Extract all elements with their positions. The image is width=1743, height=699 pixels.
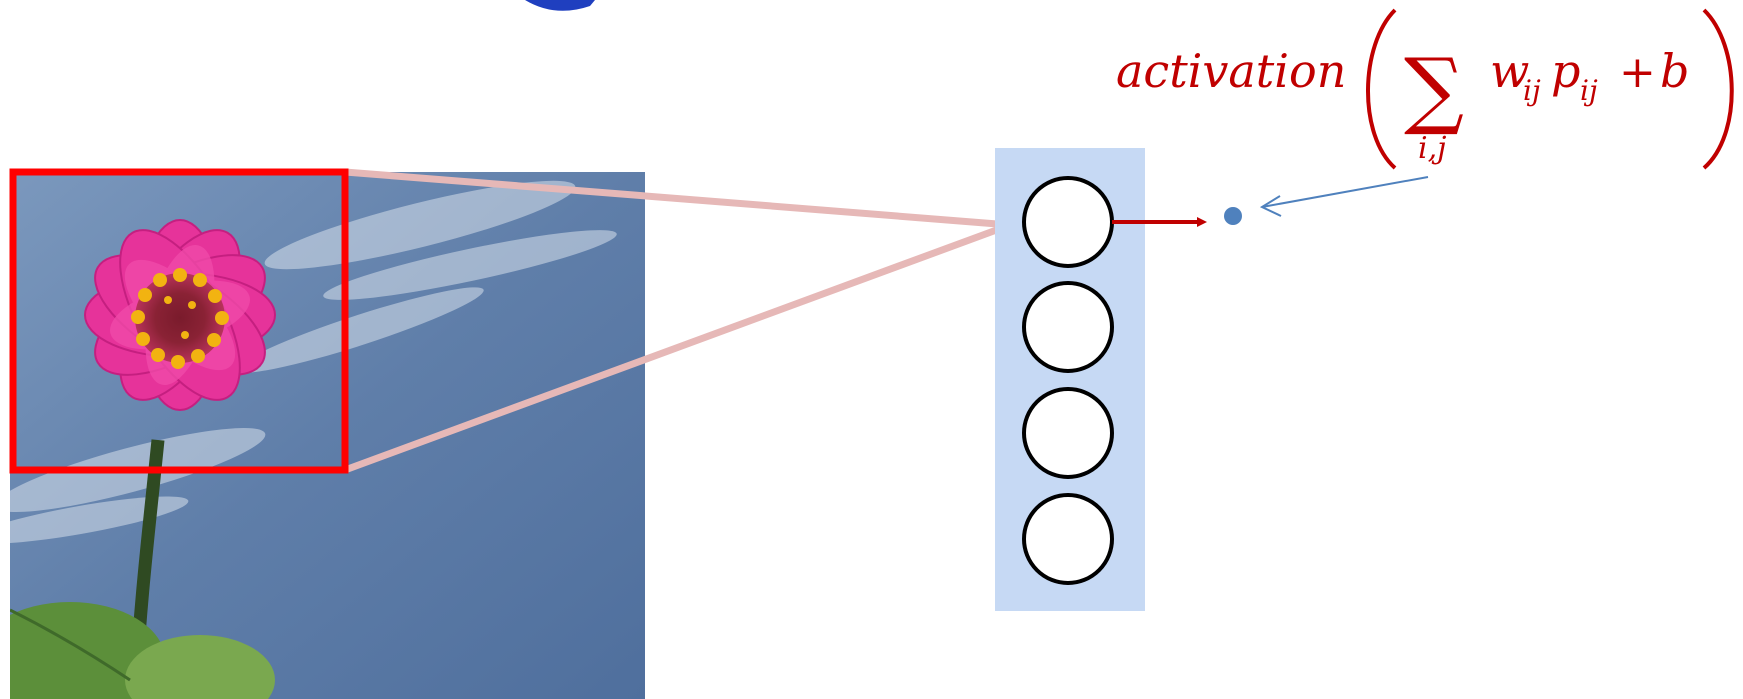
- title-fragment: [525, 0, 595, 11]
- formula-function-name: activation: [1116, 44, 1346, 98]
- formula-weight-subscript: ij: [1523, 74, 1541, 107]
- formula-bias: b: [1660, 44, 1689, 98]
- formula-weight: w: [1490, 44, 1529, 98]
- pointer-arrowhead: [1259, 195, 1282, 217]
- projection-line-top: [344, 168, 1011, 229]
- formula-sum-index: i,j: [1418, 131, 1446, 166]
- formula-input-subscript: ij: [1580, 74, 1598, 107]
- neuron-4: [1022, 493, 1114, 585]
- formula-sum-symbol: ∑: [1404, 40, 1464, 138]
- neuron-1: [1022, 176, 1114, 268]
- pointer-arrow: [1261, 176, 1429, 208]
- formula-left-paren: [1366, 8, 1397, 170]
- neuron-2: [1022, 281, 1114, 373]
- neuron-3: [1022, 387, 1114, 479]
- leaf-right: [125, 635, 275, 699]
- activation-formula: activation ∑ i,j w ij p ij + b: [1116, 8, 1734, 170]
- output-dot: [1224, 207, 1242, 225]
- formula-input: p: [1551, 44, 1580, 98]
- formula-plus: +: [1619, 47, 1656, 98]
- formula-right-paren: [1702, 8, 1734, 170]
- projection-line-bottom: [343, 221, 1012, 474]
- flower-photo: [10, 172, 645, 699]
- flower-center: [135, 273, 225, 363]
- receptive-field-box: [9, 168, 349, 474]
- florets: [131, 268, 229, 369]
